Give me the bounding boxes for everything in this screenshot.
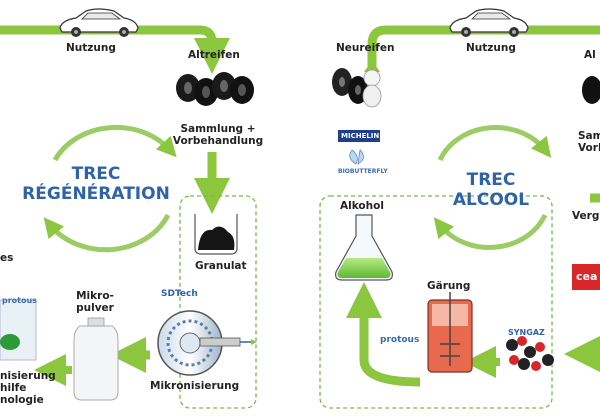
right-title-line2: ALCOOL [452, 190, 530, 210]
left-protous-container-icon [0, 299, 37, 361]
mikronisierung-label: Mikronisierung [150, 380, 240, 392]
michelin-logo-text: MICHELIN [341, 132, 380, 140]
mikropulver-line2: pulver [76, 302, 114, 314]
left-altreifen-label: Altreifen [188, 49, 240, 61]
left-sammlung-line2: Vorbehandlung [172, 135, 264, 147]
right-top-flow-arrow [367, 25, 600, 66]
right-nutzung-label: Nutzung [466, 42, 516, 54]
granulat-beaker-icon [194, 214, 238, 255]
left-cut-line3: nologie [0, 394, 44, 406]
left-title-line2: RÉGÉNÉRATION [22, 184, 170, 204]
left-trec-title: TREC RÉGÉNÉRATION [16, 164, 176, 204]
right-trec-title: TREC ALCOOL [432, 170, 550, 210]
biobutterfly-logo-text: BIOBUTTERFLY [338, 168, 388, 175]
right-garung-to-alkohol-arrow [346, 282, 421, 387]
left-car-icon [59, 8, 139, 37]
right-car-icon [449, 8, 529, 37]
mikropulver-label: Mikro- pulver [70, 290, 120, 314]
right-process-box [319, 195, 553, 409]
left-top-flow-arrow [0, 25, 230, 74]
right-cut-al-label: Al [584, 49, 596, 61]
left-sammlung-line1: Sammlung + [180, 123, 256, 135]
biobutterfly-logo-icon [349, 149, 364, 165]
cea-logo-box [572, 264, 600, 290]
micronizer-drum-icon [157, 310, 257, 376]
mikropulver-bottle-icon [73, 317, 119, 401]
right-cut-vorbe: Vorbe [578, 142, 600, 154]
right-protous-logo: protous [380, 335, 420, 345]
right-cut-tires-icon [582, 76, 600, 104]
neureifen-label: Neureifen [336, 42, 395, 54]
left-protous-logo: protous [2, 296, 37, 305]
left-cut-line2: hilfe [0, 382, 27, 394]
michelin-logo-box [338, 130, 380, 142]
syngaz-molecules-icon [506, 336, 554, 371]
right-cut-verg-label: Verg [572, 210, 600, 222]
alkohol-flask-icon [335, 214, 393, 281]
syngaz-label: SYNGAZ [508, 328, 545, 337]
left-cut-text: nisierung hilfe nologie [0, 370, 56, 406]
left-sammlung-label: Sammlung + Vorbehandlung [170, 123, 266, 147]
right-title-line1: TREC [466, 170, 516, 190]
sdtech-logo: SDTech [161, 289, 198, 299]
left-title-line1: TREC [71, 164, 121, 184]
left-cut-es-label: es [0, 252, 14, 264]
granulat-label: Granulat [195, 260, 247, 272]
right-top-flow-arrowhead [364, 60, 380, 72]
alkohol-label: Alkohol [340, 200, 384, 212]
left-nutzung-label: Nutzung [66, 42, 116, 54]
right-cut-sam: Sam [578, 130, 600, 142]
neureifen-tires-icon [332, 68, 382, 108]
right-cycle-arrows [433, 125, 552, 250]
left-bottom-flow-arrow [30, 395, 220, 406]
left-process-box [179, 195, 257, 409]
mikropulver-line1: Mikro- [76, 290, 114, 302]
cea-logo-text: cea [576, 270, 598, 283]
garung-label: Gärung [427, 280, 471, 292]
left-tires-icon [176, 72, 254, 106]
left-cut-line1: nisierung [0, 370, 56, 382]
left-cycle-arrows [43, 124, 177, 253]
garung-fermenter-icon [427, 292, 473, 373]
right-cut-sam-label: Sam Vorbe [578, 130, 600, 154]
